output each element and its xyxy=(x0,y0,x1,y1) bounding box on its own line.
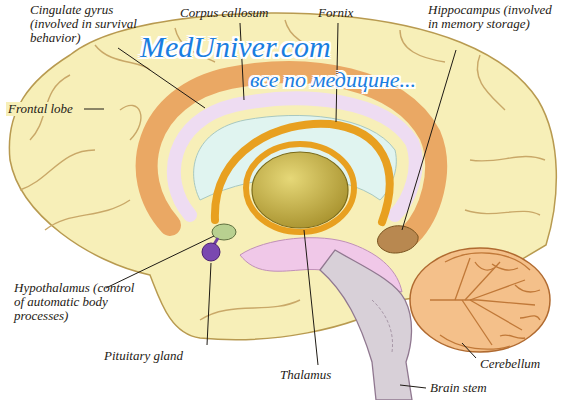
leader-line xyxy=(84,109,104,110)
part-label: Hippocampus (involved in memory storage) xyxy=(428,3,562,31)
arbor-branch xyxy=(465,262,500,300)
part-label: Pituitary gland xyxy=(104,349,183,363)
folium xyxy=(515,285,540,292)
folium xyxy=(500,335,525,338)
leader-line xyxy=(207,263,211,345)
part-label: Cingulate gyrus (involved in survival be… xyxy=(30,3,142,45)
arbor-branch xyxy=(470,280,525,300)
sulcus xyxy=(120,105,141,140)
arbor-branch xyxy=(455,258,470,300)
hippocampus xyxy=(377,226,418,253)
leader-lines xyxy=(84,23,476,388)
part-label: Thalamus xyxy=(280,368,331,382)
cerebellum xyxy=(410,248,550,352)
part-label: Brain stem xyxy=(430,381,487,395)
part-label: Cerebellum xyxy=(480,357,540,371)
folium xyxy=(475,262,494,270)
cingulate-gyrus xyxy=(147,72,436,235)
folium xyxy=(520,316,540,320)
folium xyxy=(445,253,530,270)
leader-line xyxy=(462,343,476,358)
leader-line xyxy=(400,385,426,388)
part-label: Hypothalamus (control of automatic body … xyxy=(14,281,140,323)
pituitary-gland xyxy=(202,243,220,261)
arbor-branch xyxy=(470,300,522,330)
part-label: Corpus callosum xyxy=(180,6,268,20)
arbor-branch xyxy=(478,300,535,305)
hypothalamus xyxy=(212,224,236,240)
fornix-ring xyxy=(246,144,354,232)
leader-line xyxy=(304,230,318,365)
pons-line xyxy=(372,300,393,352)
folium xyxy=(492,264,518,270)
part-label: Frontal lobe xyxy=(6,102,75,116)
sulcus xyxy=(20,150,95,190)
watermark: все по медицине... xyxy=(250,68,416,92)
sulcus xyxy=(200,300,300,320)
cerebrum xyxy=(9,13,556,340)
folium xyxy=(440,335,510,349)
brain-stem xyxy=(320,250,412,400)
watermark: MedUniver.com xyxy=(140,30,331,63)
sulcus xyxy=(45,200,130,230)
part-label: Fornix xyxy=(318,6,353,20)
thalamus xyxy=(252,152,348,228)
sulcus xyxy=(400,30,445,62)
sulcus xyxy=(477,55,505,110)
sulcus xyxy=(470,156,545,161)
arbor-vitae xyxy=(430,253,540,349)
sulcus xyxy=(465,210,540,215)
arbor-branch xyxy=(462,300,492,345)
